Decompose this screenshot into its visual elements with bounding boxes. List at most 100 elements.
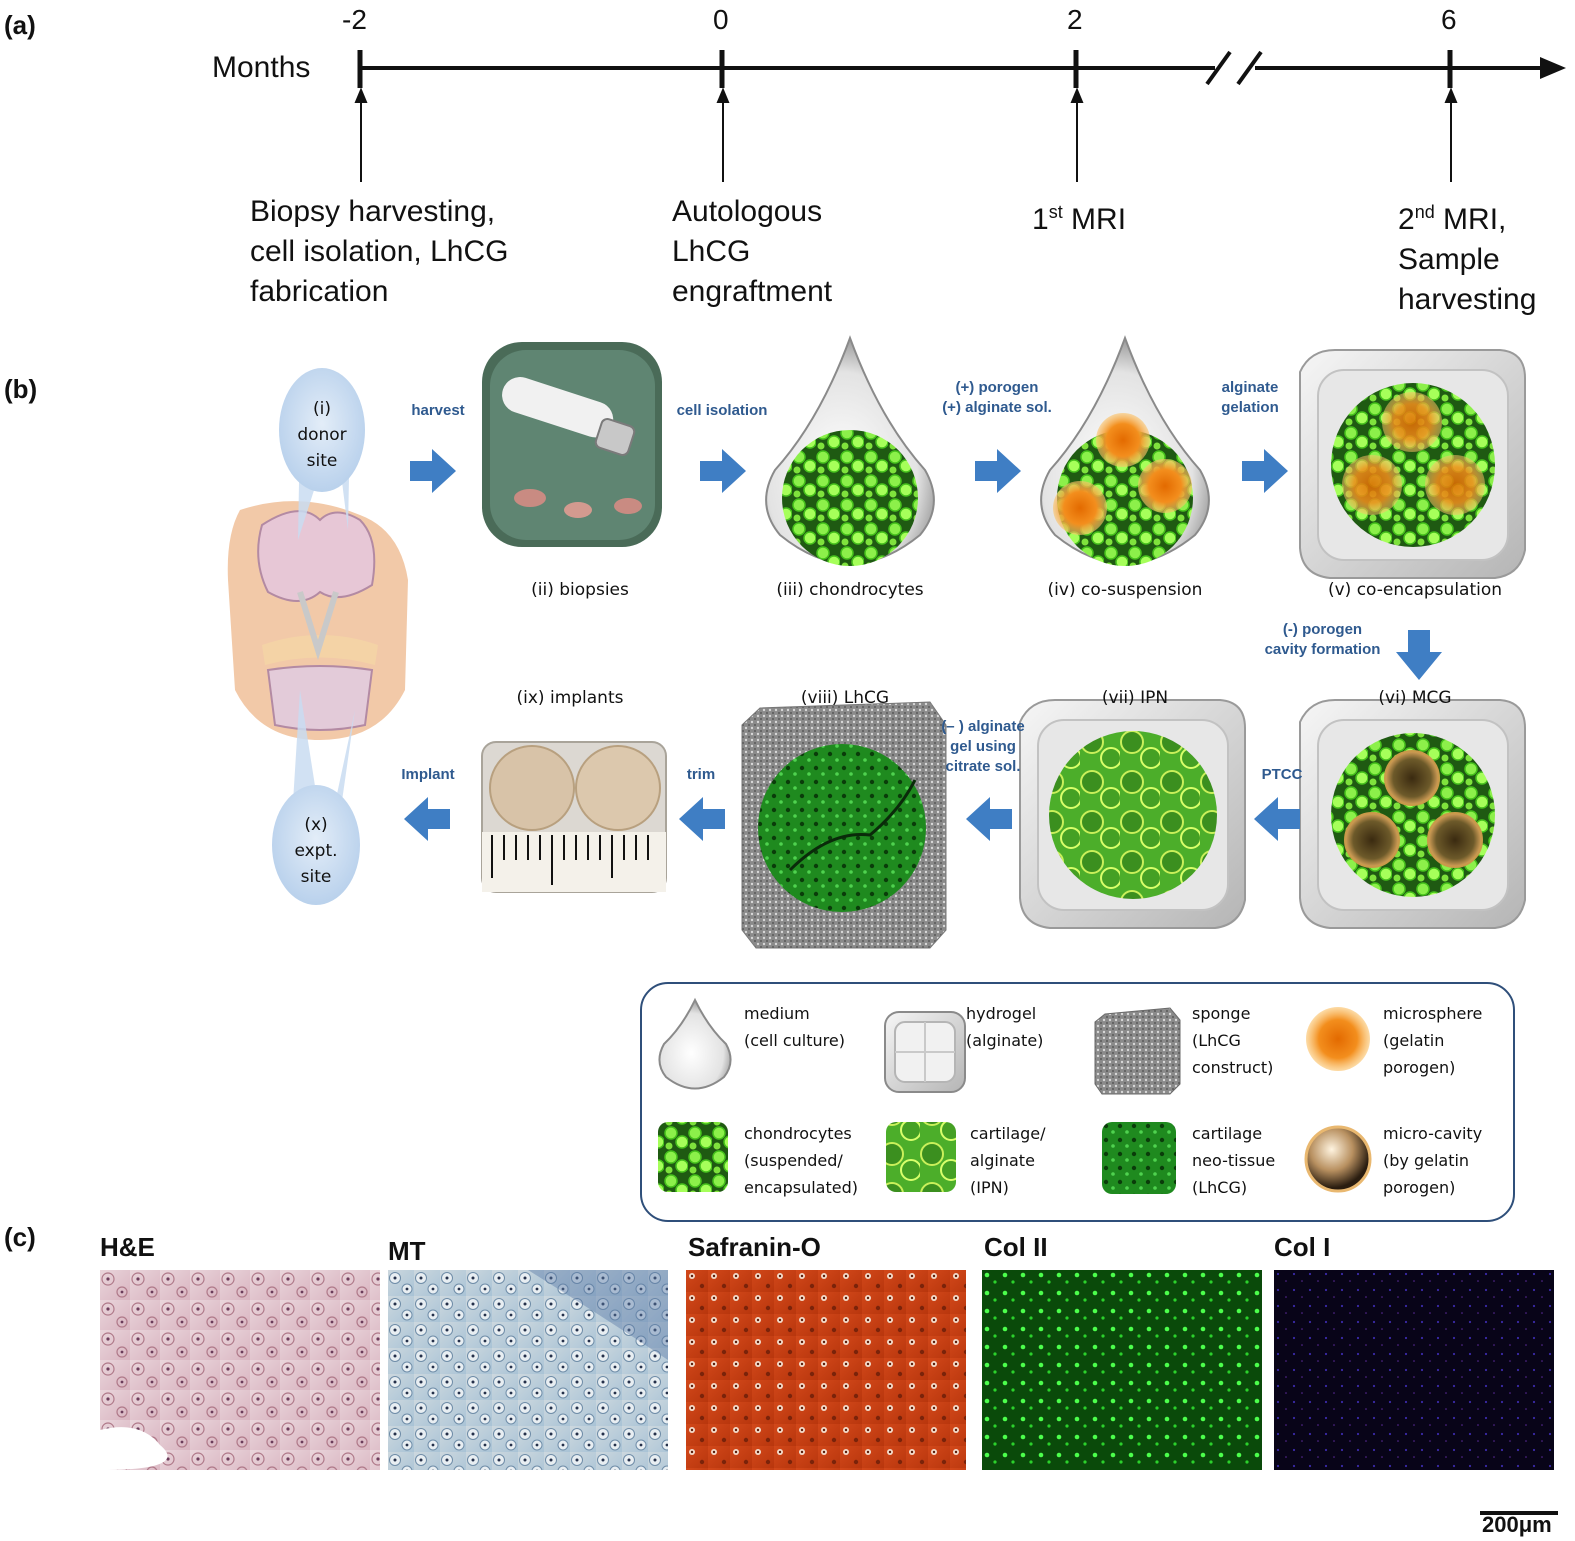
site-line: (i) <box>313 399 331 419</box>
knee-joint-illustration <box>227 501 408 740</box>
safranin-micrograph <box>686 1270 966 1470</box>
site-line: site <box>306 451 338 471</box>
legend-line: encapsulated) <box>744 1178 858 1197</box>
legend-line: (gelatin <box>1383 1031 1445 1050</box>
tick-label: 6 <box>1441 4 1457 35</box>
panel-c-label: (c) <box>4 1222 36 1252</box>
event-line: Autologous <box>672 195 823 228</box>
legend-line: porogen) <box>1383 1178 1456 1197</box>
process-arrows <box>404 449 1442 841</box>
lhcg-sponge <box>741 701 947 949</box>
medium-drop-icon <box>658 997 732 1090</box>
legend-line: chondrocytes <box>744 1124 852 1143</box>
legend-hydrogel: hydrogel (alginate) <box>966 1000 1043 1054</box>
legend-line: sponge <box>1192 1004 1251 1023</box>
tick-label: -2 <box>342 4 367 35</box>
stage-lhcg: (viii) LhCG <box>800 688 890 708</box>
stage-co-suspension: (iv) co-suspension <box>1047 580 1203 600</box>
tick-label: 0 <box>713 4 729 35</box>
chondrocytes-drop <box>765 335 935 566</box>
mt-micrograph <box>388 1270 668 1470</box>
stage-biopsies: (ii) biopsies <box>531 580 629 600</box>
legend-line: (LhCG) <box>1192 1178 1248 1197</box>
action-line: (+) porogen <box>955 379 1039 396</box>
legend-line: cartilage/ <box>970 1124 1046 1143</box>
site-line: donor <box>297 425 347 445</box>
expt-site-label: (x) expt. site <box>286 812 346 890</box>
legend-sponge: sponge (LhCG construct) <box>1192 1000 1273 1081</box>
legend-line: porogen) <box>1383 1058 1456 1077</box>
arrow-left-icon <box>966 797 1012 841</box>
legend-icons <box>658 997 1372 1194</box>
stage-mcg: (vi) MCG <box>1378 688 1452 708</box>
event-text: 1 <box>1032 203 1049 236</box>
neo-tissue-icon <box>1102 1122 1176 1194</box>
action-citrate: (– ) alginate gel using citrate sol. <box>928 717 1038 777</box>
stage-implants: (ix) implants <box>516 688 624 708</box>
arrow-down-icon <box>1396 630 1442 680</box>
action-line: gel using <box>950 738 1016 755</box>
legend-line: (alginate) <box>966 1031 1044 1050</box>
action-cell-isolation: cell isolation <box>676 402 768 419</box>
event-second-mri: 2nd MRI, Sample harvesting <box>1398 192 1536 320</box>
chondrocytes-icon <box>658 1122 728 1192</box>
arrow-left-icon <box>404 797 450 841</box>
legend-line: (LhCG <box>1192 1031 1241 1050</box>
legend-line: cartilage <box>1192 1124 1263 1143</box>
event-line: harvesting <box>1398 283 1537 316</box>
event-line: Biopsy harvesting, <box>250 195 496 228</box>
months-axis-label: Months <box>212 51 311 84</box>
event-line: cell isolation, LhCG <box>250 235 509 268</box>
panel-a-label: (a) <box>4 10 36 40</box>
action-line: alginate <box>1221 379 1279 396</box>
stage-ipn: (vii) IPN <box>1101 688 1169 708</box>
arrow-right-icon <box>700 449 746 493</box>
stain-col1-label: Col I <box>1274 1232 1331 1262</box>
donor-site-bubble <box>279 368 365 492</box>
event-line: LhCG <box>672 235 751 268</box>
col2-micrograph <box>982 1270 1262 1470</box>
co-encapsulation-cube <box>1299 349 1526 579</box>
workflow-diagram <box>227 335 1526 949</box>
event-text: MRI, <box>1434 203 1507 236</box>
action-trim: trim <box>686 766 716 783</box>
arrow-left-icon <box>1254 797 1300 841</box>
panel-b-label: (b) <box>4 374 38 404</box>
biopsies-photo <box>482 342 662 547</box>
legend-line: micro-cavity <box>1383 1124 1483 1143</box>
legend-microsphere: microsphere (gelatin porogen) <box>1383 1000 1482 1081</box>
stain-he-label: H&E <box>100 1232 155 1262</box>
legend-neo-tissue: cartilage neo-tissue (LhCG) <box>1192 1120 1275 1201</box>
col1-micrograph <box>1274 1270 1554 1470</box>
action-cavity-formation: (-) porogen cavity formation <box>1255 620 1390 660</box>
event-text: 2 <box>1398 203 1415 236</box>
event-text: MRI <box>1062 203 1127 236</box>
action-line: citrate sol. <box>945 758 1021 775</box>
action-alginate-gelation: alginate gelation <box>1210 378 1290 418</box>
action-implant: Implant <box>401 766 455 783</box>
sponge-cube-icon <box>1094 1007 1181 1095</box>
tick-label: 2 <box>1067 4 1083 35</box>
co-suspension-drop <box>1040 335 1210 566</box>
donor-site-label: (i) donor site <box>292 396 352 474</box>
legend-line: neo-tissue <box>1192 1151 1276 1170</box>
ipn-cube <box>1019 699 1246 929</box>
micro-cavity-icon <box>1304 1125 1372 1193</box>
legend-line: microsphere <box>1383 1004 1483 1023</box>
event-line: fabrication <box>250 275 389 308</box>
he-micrograph <box>100 1270 380 1470</box>
legend-line: medium <box>744 1004 810 1023</box>
event-first-mri: 1st MRI <box>1032 192 1126 240</box>
ipn-icon <box>886 1122 956 1192</box>
legend-line: (by gelatin <box>1383 1151 1470 1170</box>
implants-photo <box>481 741 667 893</box>
legend-box <box>640 982 1515 1222</box>
legend-line: (IPN) <box>970 1178 1009 1197</box>
arrow-left-icon <box>679 797 725 841</box>
action-add-porogen: (+) porogen (+) alginate sol. <box>932 378 1062 418</box>
arrow-right-icon <box>975 449 1021 493</box>
microsphere-icon <box>1306 1007 1370 1071</box>
legend-chondrocytes: chondrocytes (suspended/ encapsulated) <box>744 1120 858 1201</box>
stain-safranin-label: Safranin-O <box>688 1232 821 1262</box>
scale-bar <box>1480 1511 1558 1515</box>
